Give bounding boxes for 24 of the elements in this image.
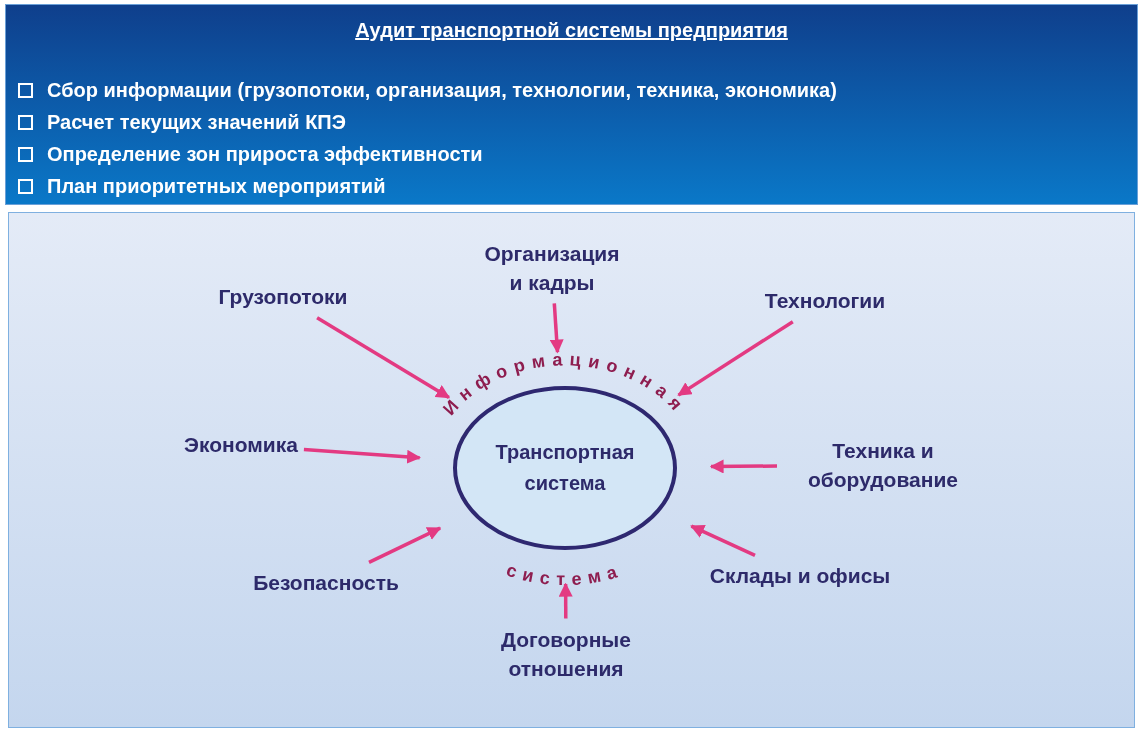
- panel-heading: Аудит транспортной системы предприятия: [354, 19, 789, 42]
- arrow: [368, 526, 442, 564]
- node-text: Технологии: [764, 288, 886, 315]
- arrow: [690, 524, 756, 557]
- node-text: Грузопотоки: [218, 284, 348, 311]
- node-text: Склады и офисы: [709, 563, 891, 590]
- arrow: [303, 447, 421, 464]
- bullet-text: План приоритетных мероприятий: [47, 175, 386, 198]
- bullet-text: Расчет текущих значений КПЭ: [47, 111, 346, 134]
- node-text: Транспортная система: [494, 440, 636, 496]
- arrow: [709, 459, 777, 474]
- arrow: [677, 320, 794, 397]
- node-text: Договорные отношения: [500, 626, 632, 682]
- bullet-text: Определение зон прироста эффективности: [47, 143, 483, 166]
- bullet-text: Сбор информации (грузопотоки, организация, технологии, техника, экономика): [47, 79, 837, 102]
- header-panel: [5, 4, 1138, 205]
- arrow: [558, 582, 573, 619]
- arched-text: система: [504, 559, 626, 590]
- node-text: Организация и кадры: [483, 240, 621, 296]
- arrow: [316, 316, 451, 400]
- node-text: Техника и оборудование: [806, 437, 960, 493]
- node-text: Экономика: [184, 432, 298, 459]
- node-text: Безопасность: [253, 570, 399, 597]
- arrow: [549, 303, 564, 354]
